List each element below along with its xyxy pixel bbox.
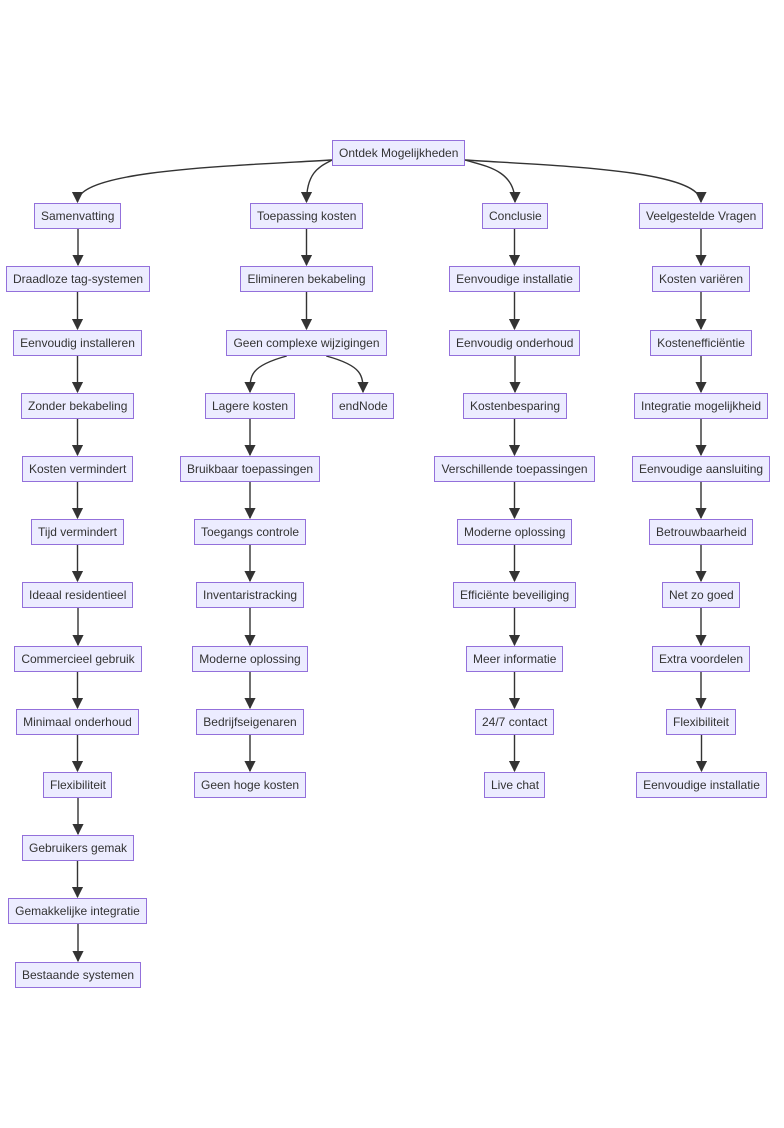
node-d8: Flexibiliteit: [666, 709, 736, 735]
node-a10: Gebruikers gemak: [22, 835, 134, 861]
node-c8: 24/7 contact: [475, 709, 554, 735]
node-c3: Kostenbesparing: [463, 393, 567, 419]
node-d7: Extra voordelen: [652, 646, 750, 672]
node-a3: Zonder bekabeling: [21, 393, 134, 419]
node-d6: Net zo goed: [662, 582, 740, 608]
node-d4: Eenvoudige aansluiting: [632, 456, 770, 482]
node-d1: Kosten variëren: [652, 266, 750, 292]
node-a2: Eenvoudig installeren: [13, 330, 142, 356]
node-a12: Bestaande systemen: [15, 962, 141, 988]
node-d9: Eenvoudige installatie: [636, 772, 767, 798]
edge-b2-b3: [244, 355, 287, 394]
node-d3: Integratie mogelijkheid: [634, 393, 768, 419]
node-b4: Bruikbaar toepassingen: [180, 456, 320, 482]
node-c4: Verschillende toepassingen: [434, 456, 595, 482]
node-b3: Lagere kosten: [205, 393, 295, 419]
node-a9: Flexibiliteit: [43, 772, 112, 798]
node-a4: Kosten vermindert: [22, 456, 133, 482]
node-e1: endNode: [332, 393, 394, 419]
node-b0: Toepassing kosten: [250, 203, 363, 229]
node-root: Ontdek Mogelijkheden: [332, 140, 465, 166]
node-a11: Gemakkelijke integratie: [8, 898, 147, 924]
edge-root-a0: [71, 159, 333, 204]
node-a8: Minimaal onderhoud: [16, 709, 139, 735]
node-a1: Draadloze tag-systemen: [6, 266, 150, 292]
node-c0: Conclusie: [482, 203, 548, 229]
edge-root-c0: [464, 159, 521, 204]
node-c6: Efficiënte beveiliging: [453, 582, 576, 608]
node-a7: Commercieel gebruik: [14, 646, 142, 672]
node-c2: Eenvoudig onderhoud: [449, 330, 580, 356]
node-b1: Elimineren bekabeling: [240, 266, 373, 292]
node-b5: Toegangs controle: [194, 519, 306, 545]
node-a6: Ideaal residentieel: [22, 582, 133, 608]
node-c1: Eenvoudige installatie: [449, 266, 580, 292]
node-c9: Live chat: [484, 772, 545, 798]
node-c7: Meer informatie: [466, 646, 563, 672]
node-b8: Bedrijfseigenaren: [196, 709, 304, 735]
node-b7: Moderne oplossing: [192, 646, 308, 672]
node-b6: Inventaristracking: [196, 582, 304, 608]
node-a0: Samenvatting: [34, 203, 121, 229]
node-b9: Geen hoge kosten: [194, 772, 306, 798]
node-c5: Moderne oplossing: [457, 519, 572, 545]
node-d2: Kostenefficiëntie: [650, 330, 752, 356]
node-a5: Tijd vermindert: [31, 519, 124, 545]
node-b2: Geen complexe wijzigingen: [226, 330, 387, 356]
edge-root-d0: [464, 159, 707, 204]
node-d5: Betrouwbaarheid: [649, 519, 753, 545]
node-d0: Veelgestelde Vragen: [639, 203, 763, 229]
edge-b2-e1: [326, 355, 369, 394]
edge-root-b0: [300, 159, 333, 204]
